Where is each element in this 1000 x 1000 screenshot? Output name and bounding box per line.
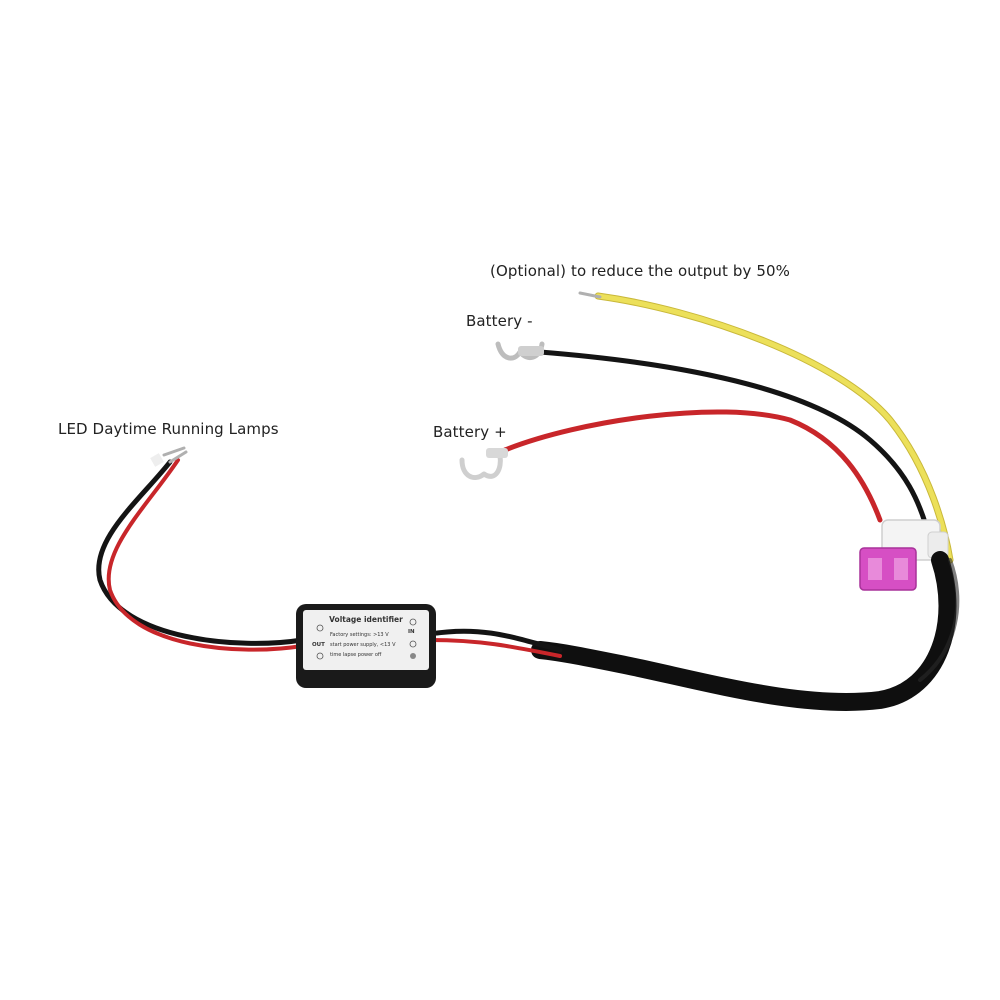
module-out-label: OUT	[312, 642, 325, 648]
module-terminal-icon	[409, 640, 417, 648]
voltage-module: Voltage identifier Factory settings: >13…	[296, 604, 436, 688]
module-terminal-icon	[410, 653, 416, 659]
battery-positive-terminal	[459, 448, 508, 480]
module-line-2: start power supply, <13 V	[330, 642, 396, 648]
module-title: Voltage identifier	[329, 615, 403, 624]
module-terminal-icon	[316, 652, 324, 660]
module-line-3: time lapse power off	[330, 652, 382, 658]
fuse-icon	[859, 547, 917, 591]
led-lamps-label: LED Daytime Running Lamps	[58, 420, 279, 438]
battery-negative-terminal	[495, 341, 545, 361]
module-terminal-icon	[409, 618, 417, 626]
led-output-wires	[96, 446, 305, 652]
battery-positive-label: Battery +	[433, 423, 507, 441]
yellow-wire	[578, 291, 954, 564]
fuse-holder	[859, 519, 949, 591]
battery-negative-label: Battery -	[466, 312, 533, 330]
module-terminal-icon	[316, 624, 324, 632]
module-line-1: Factory settings: >13 V	[330, 632, 389, 638]
module-in-label: IN	[408, 629, 415, 635]
harness-to-module-wires	[427, 628, 563, 658]
red-wire	[502, 409, 883, 523]
black-wire	[537, 349, 933, 543]
main-harness	[531, 551, 960, 711]
optional-wire-label: (Optional) to reduce the output by 50%	[490, 262, 790, 280]
